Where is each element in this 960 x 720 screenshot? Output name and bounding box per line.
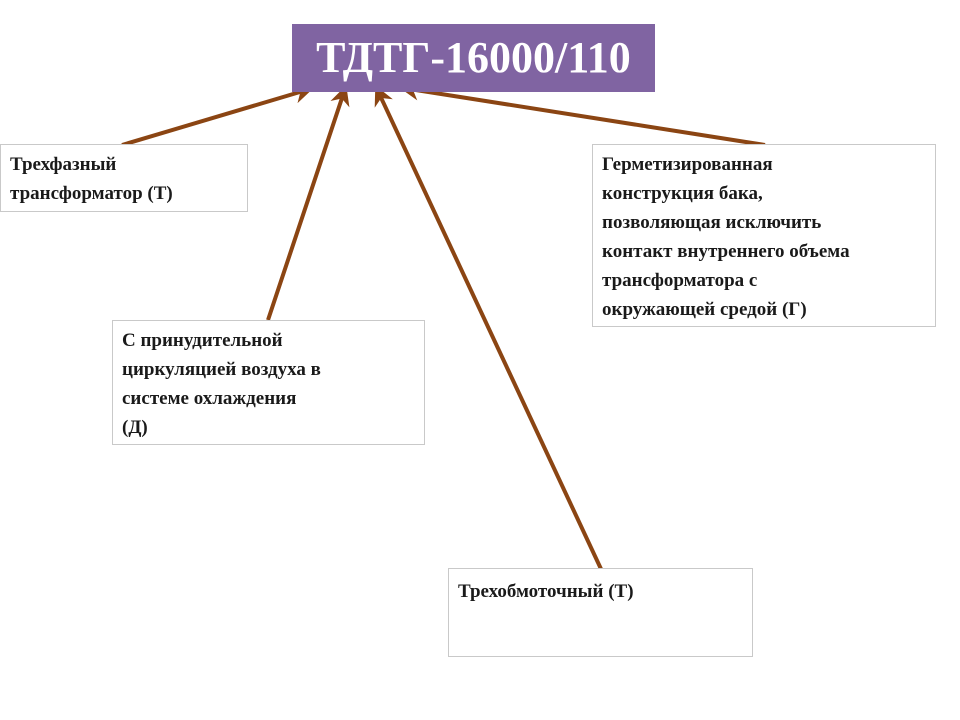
arrow-forced-air <box>266 85 350 321</box>
note-three-winding: Трехобмоточный (Т) <box>448 568 753 657</box>
note-line: С принудительной <box>122 330 283 351</box>
arrow-three-phase <box>121 83 314 147</box>
note-line: позволяющая исключить <box>602 212 822 233</box>
note-line: трансформатор (Т) <box>10 183 173 204</box>
title-box: ТДТГ-16000/110 <box>292 24 655 92</box>
note-line: Герметизированная <box>602 154 773 175</box>
arrow-three-winding <box>374 85 603 570</box>
note-line: Трехфазный <box>10 154 117 175</box>
note-line: конструкция бака, <box>602 183 763 204</box>
note-forced-air-cooling: С принудительной циркуляцией воздуха в с… <box>112 320 425 445</box>
note-sealed-tank: Герметизированная конструкция бака, позв… <box>592 144 936 327</box>
transformer-designation: ТДТГ-16000/110 <box>316 33 631 82</box>
note-three-phase: Трехфазный трансформатор (Т) <box>0 144 248 212</box>
note-line: контакт внутреннего объема <box>602 241 850 262</box>
note-line: циркуляцией воздуха в <box>122 359 321 380</box>
note-line: (Д) <box>122 417 148 438</box>
note-line: Трехобмоточный (Т) <box>458 581 634 602</box>
note-line: окружающей средой (Г) <box>602 299 807 320</box>
note-line: трансформатора с <box>602 270 758 291</box>
note-line: системе охлаждения <box>122 388 297 409</box>
arrow-sealed <box>399 80 766 147</box>
